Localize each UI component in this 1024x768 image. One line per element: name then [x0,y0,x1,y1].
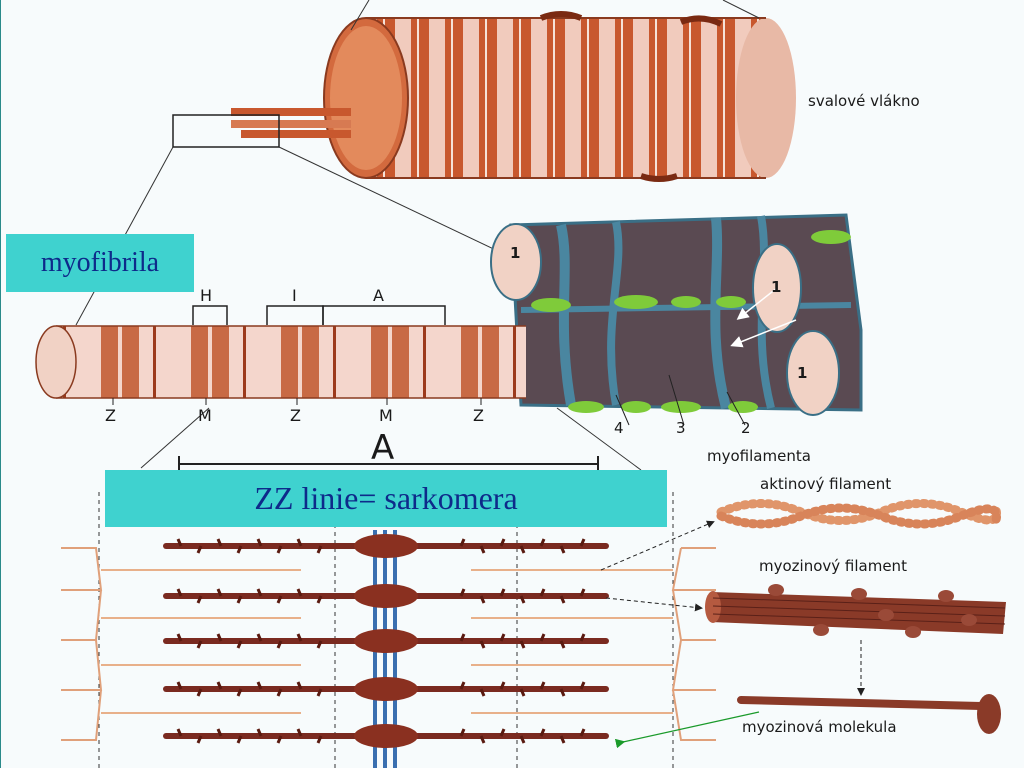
label-zz-line-sarcomere: ZZ linie= sarkomera [254,480,518,516]
label-number-1c: 1 [797,364,808,382]
label-a-band-large: A [371,428,395,468]
label-myofibrila: myofibrila [40,247,160,278]
label-z-line-1: Z [105,406,116,425]
label-band-a: A [373,286,384,305]
label-myosin-molecule: myozinová molekula [742,718,897,736]
label-band-i: I [292,286,297,305]
label-m-line-1: M [198,406,212,425]
muscle-fiber-cylinder [231,0,796,182]
label-actin-filament: aktinový filament [760,475,892,493]
label-z-line-3: Z [473,406,484,425]
label-myosin-filament: myozinový filament [759,557,907,575]
a-band-bracket [140,407,642,472]
zoom-guide [75,114,522,326]
label-z-line-2: Z [290,406,301,425]
connector-arrows [600,520,865,749]
sarcomere-filaments [61,492,716,768]
label-number-1b: 1 [771,278,782,296]
actin-filament-drawing [716,499,1002,529]
myosin-molecule-drawing [737,694,1001,734]
label-number-4: 4 [614,419,624,437]
myofibril-cylinder [35,305,526,405]
label-number-3: 3 [676,419,686,437]
myofibrila-label-box: myofibrila [6,234,194,292]
label-number-2: 2 [741,419,751,437]
myosin-filament-drawing [705,584,1006,638]
label-m-line-2: M [379,406,393,425]
label-number-1a: 1 [510,244,521,262]
label-myofilaments: myofilamenta [707,447,811,465]
reticulum-block [490,213,863,426]
zz-line-label-box: ZZ linie= sarkomera [105,470,667,527]
label-muscle-fiber: svalové vlákno [808,92,920,110]
label-band-h: H [200,286,213,305]
